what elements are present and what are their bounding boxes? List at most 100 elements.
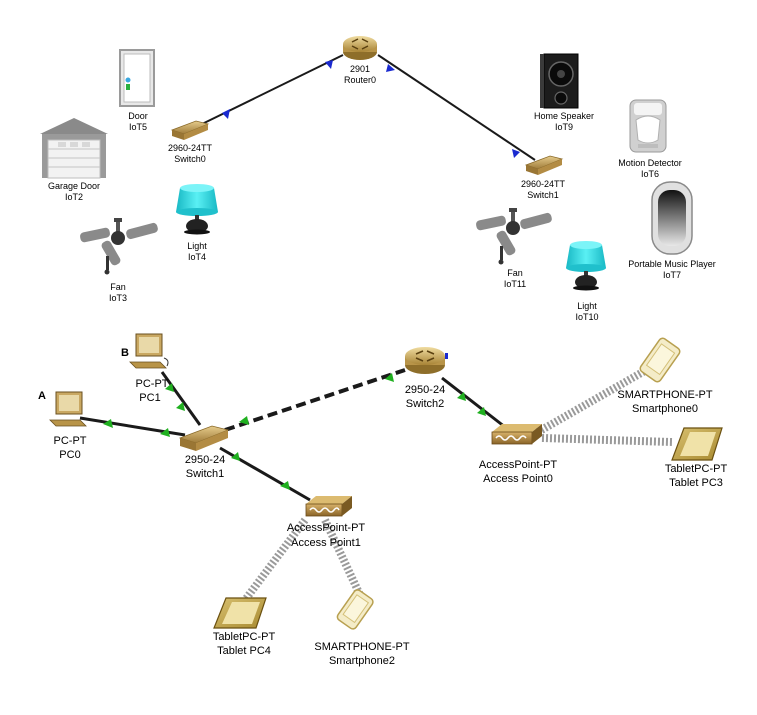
switch-icon <box>170 120 210 140</box>
wireless-link-ap1-tablet4[interactable] <box>241 517 309 603</box>
link-pc1-switch1[interactable] <box>160 371 202 426</box>
switch1-model-label: 2950-24 <box>185 454 225 466</box>
link-up-light <box>477 407 486 416</box>
top-switch1-model-label: 2960-24TT <box>521 179 566 189</box>
iot5-type-label: Door <box>128 111 148 121</box>
link-status-arrow <box>325 60 333 69</box>
iot4-name-label: IoT4 <box>188 252 206 262</box>
link-up-light <box>385 373 394 382</box>
access-point1-name-label: Access Point1 <box>291 537 361 549</box>
iot9-type-label: Home Speaker <box>534 111 594 121</box>
tablet-pc3-model-label: TabletPC-PT <box>665 463 728 475</box>
link-switch2-ap0[interactable] <box>441 376 506 429</box>
iot10-name-label: IoT10 <box>575 312 598 322</box>
access-point0-name-label: Access Point0 <box>483 473 553 485</box>
switch0-name-label: Switch0 <box>174 154 206 164</box>
link-up-light <box>239 416 249 425</box>
wireless-link-ap0-tablet3[interactable] <box>541 434 673 446</box>
switch2-device[interactable]: 2950-24 Switch2 <box>405 347 448 410</box>
iot2-type-label: Garage Door <box>48 181 100 191</box>
iot4-type-label: Light <box>187 241 207 251</box>
top-switch1-device[interactable]: 2960-24TT Switch1 <box>521 155 566 200</box>
smartphone2-name-label: Smartphone2 <box>329 655 395 667</box>
iot10-light-device[interactable]: Light IoT10 <box>566 241 606 322</box>
router0-model-label: 2901 <box>350 64 370 74</box>
iot4-light-device[interactable]: Light IoT4 <box>176 184 218 262</box>
ceiling-fan-icon <box>80 218 158 275</box>
link-switch1-ap1[interactable] <box>219 446 311 502</box>
switch2-name-label: Switch2 <box>406 398 445 410</box>
iot3-name-label: IoT3 <box>109 293 127 303</box>
link-pc0-switch1[interactable] <box>79 416 186 437</box>
smartphone0-name-label: Smartphone0 <box>632 403 698 415</box>
link-up-light <box>231 452 240 461</box>
tablet-icon <box>671 427 723 461</box>
link-status-arrow <box>512 149 520 158</box>
wireless-link-ap0-smartphone0[interactable] <box>536 361 657 436</box>
iot11-name-label: IoT11 <box>504 279 526 289</box>
iot6-motion-detector-device[interactable]: Motion Detector IoT6 <box>618 99 682 179</box>
tablet-pc3-device[interactable]: TabletPC-PT Tablet PC3 <box>665 427 728 489</box>
link-up-light <box>165 383 174 392</box>
lamp-icon <box>566 241 606 291</box>
link-status-arrow <box>222 109 230 119</box>
pc1-name-label: PC1 <box>139 392 160 404</box>
pc0-model-label: PC-PT <box>54 435 87 447</box>
pc1-model-label: PC-PT <box>136 378 169 390</box>
link-switch0-router0[interactable] <box>199 54 344 126</box>
iot3-fan-device[interactable]: Fan IoT3 <box>79 218 158 303</box>
pc1-device[interactable]: B PC-PT PC1 <box>121 333 169 404</box>
iot5-door-device[interactable]: Door IoT5 <box>119 49 155 132</box>
smartphone2-device[interactable]: SMARTPHONE-PT Smartphone2 <box>314 588 410 667</box>
link-switch1-switch2[interactable] <box>224 368 406 432</box>
link-up-light <box>160 428 170 437</box>
smartphone-icon <box>639 337 681 383</box>
smartphone2-model-label: SMARTPHONE-PT <box>314 641 409 653</box>
access-point-icon <box>491 424 542 445</box>
bottom-links <box>79 361 673 603</box>
access-point0-model-label: AccessPoint-PT <box>479 459 558 471</box>
link-up-light <box>280 481 290 490</box>
iot5-name-label: IoT5 <box>129 122 147 132</box>
iot7-portable-music-player-device[interactable]: Portable Music Player IoT7 <box>628 181 716 280</box>
switch-icon <box>178 425 230 451</box>
switch0-device[interactable]: 2960-24TT Switch0 <box>168 120 213 164</box>
link-up-light <box>457 392 466 401</box>
tablet-pc4-name-label: Tablet PC4 <box>217 645 271 657</box>
switch1-device[interactable]: 2950-24 Switch1 <box>178 425 230 480</box>
access-point1-device[interactable]: AccessPoint-PT Access Point1 <box>287 496 366 549</box>
pc1-marker-label: B <box>121 347 129 359</box>
link-status-arrow <box>386 64 395 72</box>
switch0-model-label: 2960-24TT <box>168 143 213 153</box>
switch2-model-label: 2950-24 <box>405 384 445 396</box>
iot6-name-label: IoT6 <box>641 169 659 179</box>
top-links <box>199 54 536 161</box>
tablet-pc4-device[interactable]: TabletPC-PT Tablet PC4 <box>213 597 276 657</box>
router-icon <box>405 347 448 374</box>
link-up-light <box>176 402 185 411</box>
iot7-name-label: IoT7 <box>663 270 681 280</box>
pc0-device[interactable]: A PC-PT PC0 <box>38 390 87 461</box>
iot2-garage-door-device[interactable]: Garage Door IoT2 <box>40 118 108 202</box>
music-player-icon <box>651 181 693 255</box>
iot11-type-label: Fan <box>507 268 523 278</box>
pc0-name-label: PC0 <box>59 449 80 461</box>
wireless-link-ap1-smartphone2[interactable] <box>321 518 364 597</box>
smartphone-icon <box>336 589 374 630</box>
access-point0-device[interactable]: AccessPoint-PT Access Point0 <box>479 424 558 485</box>
iot2-name-label: IoT2 <box>65 192 83 202</box>
garage-door-icon <box>40 118 108 179</box>
router0-device[interactable]: 2901 Router0 <box>343 36 377 85</box>
iot9-home-speaker-device[interactable]: Home Speaker IoT9 <box>534 53 594 132</box>
iot11-fan-device[interactable]: Fan IoT11 <box>475 208 552 289</box>
pc-icon <box>49 391 87 427</box>
link-switch1-router0[interactable] <box>377 54 536 161</box>
tablet-pc4-model-label: TabletPC-PT <box>213 631 276 643</box>
smartphone0-model-label: SMARTPHONE-PT <box>617 389 712 401</box>
iot7-type-label: Portable Music Player <box>628 259 716 269</box>
access-point1-model-label: AccessPoint-PT <box>287 522 366 534</box>
iot6-type-label: Motion Detector <box>618 158 682 168</box>
smartphone0-device[interactable]: SMARTPHONE-PT Smartphone0 <box>617 337 713 415</box>
motion-sensor-icon <box>629 99 667 153</box>
